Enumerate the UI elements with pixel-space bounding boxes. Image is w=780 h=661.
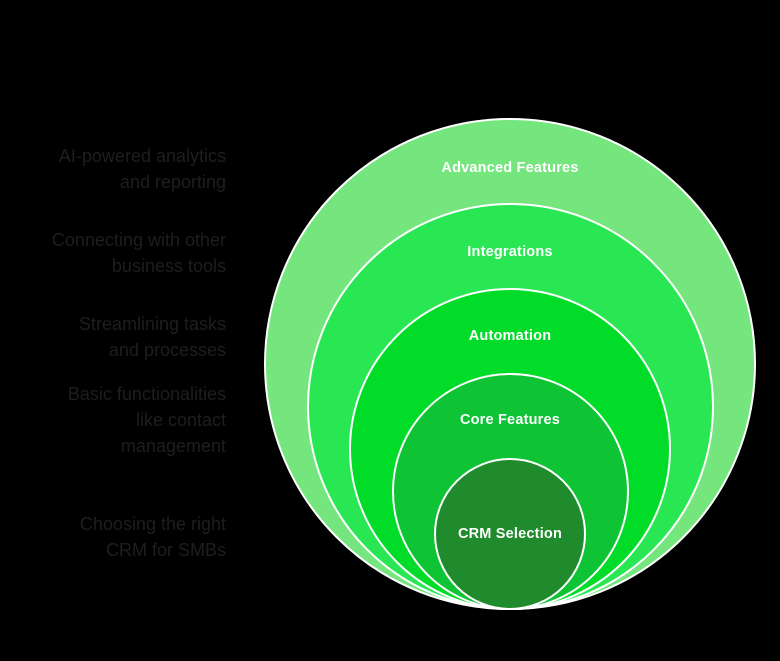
annotation-core-features: Basic functionalities like contact manag… [0, 381, 226, 459]
annotation-line: management [120, 436, 226, 456]
annotation-integrations: Connecting with other business tools [0, 227, 226, 279]
annotation-line: Connecting with other [51, 230, 226, 250]
annotation-automation: Streamlining tasks and processes [0, 311, 226, 363]
ring-crm-selection [434, 458, 586, 610]
annotation-line: and processes [108, 340, 226, 360]
annotation-line: CRM for SMBs [105, 540, 226, 560]
annotation-line: like contact [135, 410, 226, 430]
annotation-advanced-features: AI-powered analytics and reporting [0, 143, 226, 195]
ring-label-core-features: Core Features [459, 412, 561, 428]
annotation-line: and reporting [119, 172, 226, 192]
ring-label-integrations: Integrations [467, 244, 553, 260]
ring-label-crm-selection: CRM Selection [457, 526, 563, 542]
annotation-line: AI-powered analytics [58, 146, 226, 166]
annotation-crm-selection: Choosing the right CRM for SMBs [0, 511, 226, 563]
ring-label-automation: Automation [468, 328, 552, 344]
annotation-line: Choosing the right [79, 514, 226, 534]
ring-label-advanced-features: Advanced Features [441, 160, 579, 176]
annotation-line: Basic functionalities [67, 384, 226, 404]
annotation-line: Streamlining tasks [78, 314, 226, 334]
annotation-line: business tools [111, 256, 226, 276]
